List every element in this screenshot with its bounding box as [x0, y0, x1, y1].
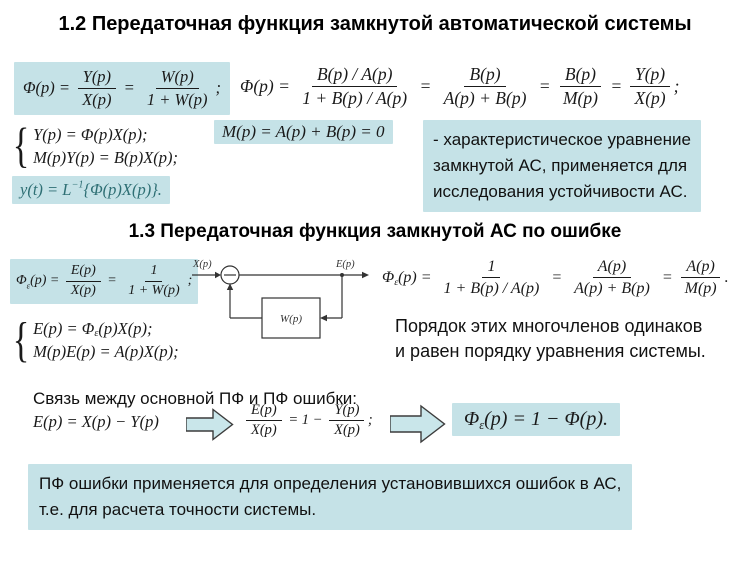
w-block — [261, 297, 321, 339]
feedback-arrowhead-icon — [226, 283, 234, 290]
char-eq-line2: замкнутой АС, применяется для — [433, 156, 688, 175]
system-brace: { — [12, 118, 30, 173]
phi-main-formula: Φ(p) = Y(p)X(p) = W(p)1 + W(p); — [23, 67, 222, 109]
closed-loop-block-diagram: X(p) E(p) W(p) — [192, 259, 369, 339]
laplace-solution-box: y(t) = L−1{Φ(p)X(p)}. — [12, 176, 170, 204]
char-eq-line3: исследования устойчивости АС. — [433, 182, 688, 201]
error-definition-formula: E(p) = X(p) − Y(p) — [33, 412, 159, 431]
block-arrow-1-icon — [186, 408, 234, 441]
input-arrowhead-icon — [215, 271, 221, 279]
block-input-arrowhead-icon — [320, 314, 327, 322]
output-arrowhead-icon — [362, 271, 369, 279]
characteristic-equation-note: - характеристическое уравнение замкнутой… — [423, 120, 701, 212]
laplace-solution-formula: y(t) = L−1{Φ(p)X(p)}. — [20, 178, 162, 199]
section-1-2-title: 1.2 Передаточная функция замкнутой автом… — [58, 13, 692, 35]
system-brace-2: { — [12, 312, 30, 367]
system1-line2: M(p)Y(p) = B(p)X(p); — [33, 147, 179, 167]
polynomial-order-note: Порядок этих многочленов одинаков и раве… — [395, 314, 706, 364]
characteristic-equation-formula: M(p) = A(p) + B(p) = 0 — [222, 122, 385, 141]
diagram-input-label: X(p) — [192, 259, 212, 270]
characteristic-equation-box: M(p) = A(p) + B(p) = 0 — [214, 120, 393, 144]
system1-line1: Y(p) = Φ(p)X(p); — [33, 124, 148, 144]
system2-line2: M(p)E(p) = A(p)X(p); — [33, 341, 179, 361]
phi-main-formula-box: Φ(p) = Y(p)X(p) = W(p)1 + W(p); — [14, 62, 231, 115]
error-ratio-formula: E(p)X(p) = 1 − Y(p)X(p); — [243, 402, 373, 440]
bottom-note-line1: ПФ ошибки применяется для определения ус… — [39, 474, 622, 493]
order-line1: Порядок этих многочленов одинаков — [395, 316, 703, 336]
diagram-output-label: E(p) — [335, 259, 355, 270]
char-eq-line1: - характеристическое уравнение — [433, 130, 691, 149]
bottom-note-line2: т.е. для расчета точности системы. — [39, 500, 317, 519]
phi-expanded-formula: Φ(p) = B(p) / A(p)1 + B(p) / A(p) = B(p)… — [240, 64, 680, 108]
system-equations-1: { Y(p) = Φ(p)X(p); M(p)Y(p) = B(p)X(p); — [10, 118, 179, 173]
section-1-3-title: 1.3 Передаточная функция замкнутой АС по… — [128, 221, 622, 242]
diagram-block-label: W(p) — [280, 313, 302, 325]
relation-label: Связь между основной ПФ и ПФ ошибки: — [33, 389, 357, 408]
block-arrow-2-icon — [390, 404, 446, 444]
bottom-note-box: ПФ ошибки применяется для определения ус… — [28, 464, 633, 530]
order-line2: и равен порядку уравнения системы. — [395, 341, 706, 361]
